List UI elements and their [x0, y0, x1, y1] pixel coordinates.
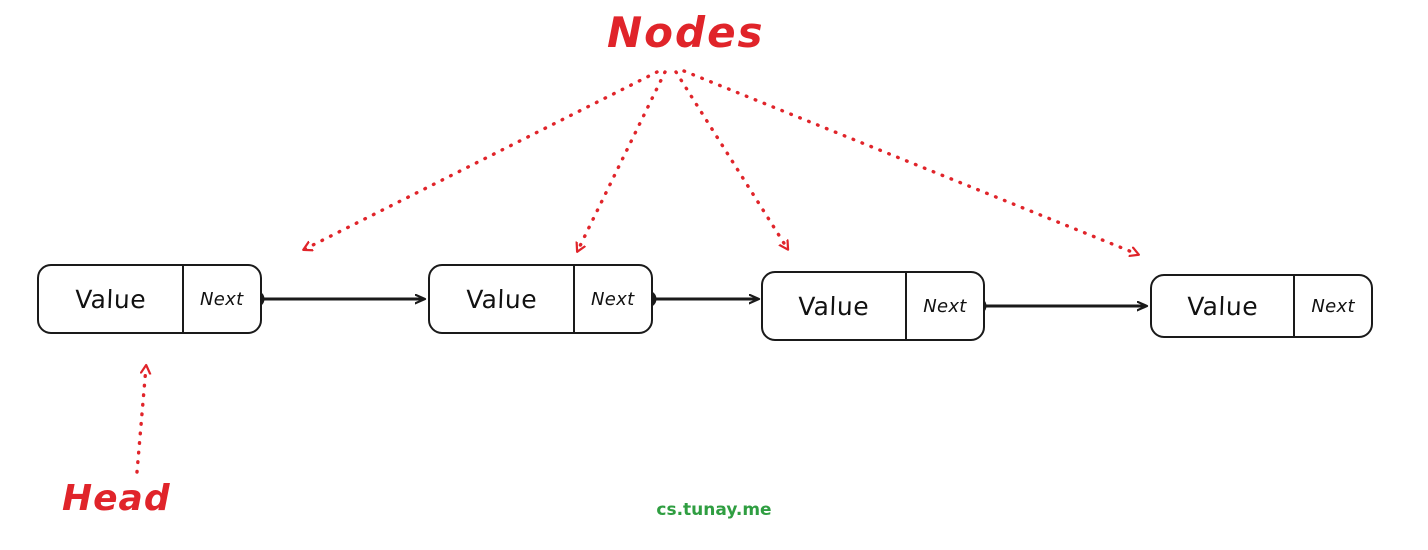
list-node-3[interactable]: Value Next — [761, 271, 985, 341]
node-3-next-cell: Next — [907, 273, 983, 339]
list-node-1[interactable]: Value Next — [37, 264, 262, 334]
node-1-value-cell: Value — [39, 266, 184, 332]
nodes-annotation-arrows — [305, 69, 1137, 254]
node-2-next-label: Next — [591, 288, 635, 310]
nodes-annotation-label: Nodes — [607, 8, 765, 57]
node-2-next-cell: Next — [575, 266, 651, 332]
node-1-next-label: Next — [200, 288, 244, 310]
head-annotation-arrow — [135, 367, 146, 474]
node-connectors — [247, 290, 1147, 315]
nodes-pointer-arrow-3 — [674, 70, 787, 248]
list-node-4[interactable]: Value Next — [1150, 274, 1373, 338]
nodes-pointer-arrow-1 — [305, 70, 659, 249]
node-2-value-cell: Value — [430, 266, 575, 332]
node-4-next-cell: Next — [1295, 276, 1371, 336]
node-4-next-label: Next — [1311, 295, 1355, 317]
node-4-value-label: Value — [1186, 291, 1259, 321]
nodes-pointer-arrow-2 — [578, 70, 667, 250]
list-node-2[interactable]: Value Next — [428, 264, 653, 334]
node-1-next-cell: Next — [184, 266, 260, 332]
node-3-value-cell: Value — [763, 273, 907, 339]
node-1-value-label: Value — [74, 284, 147, 314]
site-watermark: cs.tunay.me — [656, 500, 772, 520]
head-pointer-arrow — [135, 367, 146, 474]
nodes-pointer-arrow-4 — [682, 69, 1137, 254]
node-4-value-cell: Value — [1152, 276, 1296, 336]
node-2-value-label: Value — [465, 284, 538, 314]
node-3-next-label: Next — [923, 295, 967, 317]
node-3-value-label: Value — [797, 291, 871, 321]
head-annotation-label: Head — [62, 478, 171, 519]
